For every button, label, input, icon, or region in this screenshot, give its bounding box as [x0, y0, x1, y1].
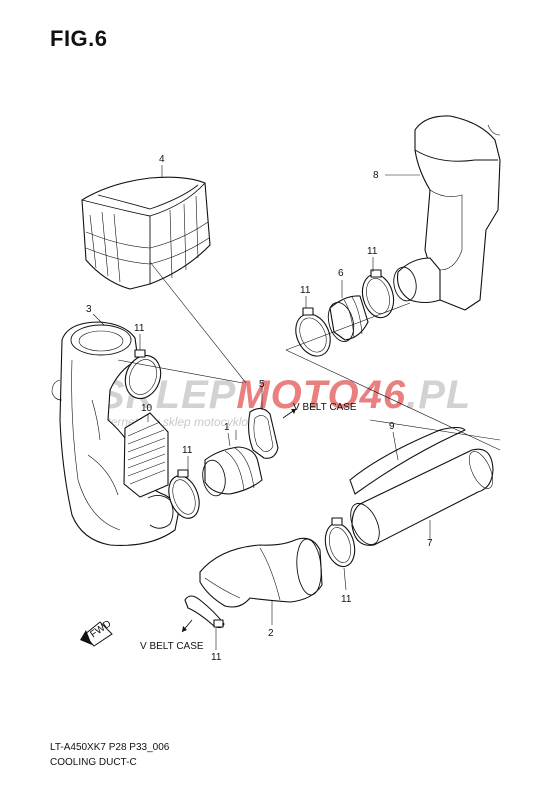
callout-3: 3: [86, 304, 92, 315]
watermark: SKLEPMOTO46.PL internetowy sklep motocyk…: [98, 373, 471, 429]
footer-name: COOLING DUCT-C: [50, 757, 137, 768]
reference-lines: [117, 261, 501, 451]
callout-11-b: 11: [182, 445, 193, 456]
part-2-duct: [199, 537, 323, 608]
v-belt-case-label-lower: V BELT CASE: [140, 641, 204, 652]
arrow-upper: [282, 408, 297, 419]
part-4-cover: [81, 176, 211, 290]
watermark-brand-part4: .PL: [406, 373, 471, 417]
callout-9: 9: [389, 421, 395, 432]
part-9-sheet: [349, 426, 466, 495]
arrow-lower: [181, 619, 193, 633]
watermark-brand: SKLEPMOTO46.PL: [98, 373, 471, 417]
callout-8: 8: [373, 170, 379, 181]
watermark-brand-part1: SKLEP: [98, 373, 236, 417]
leader-lines: [92, 165, 431, 650]
clamp-b: [168, 469, 200, 519]
callout-4: 4: [159, 154, 165, 165]
callout-7: 7: [427, 538, 433, 549]
callout-10: 10: [141, 403, 153, 414]
v-belt-case-label-upper: V BELT CASE: [293, 402, 357, 413]
callout-11-e: 11: [341, 594, 352, 605]
callout-6: 6: [338, 268, 344, 279]
part-8-cover: [393, 115, 501, 311]
callout-11-a: 11: [134, 323, 145, 334]
watermark-subtitle: internetowy sklep motocyklowy: [98, 415, 264, 429]
callout-5: 5: [259, 379, 265, 390]
part-7-pipe: [350, 448, 494, 546]
fwd-arrow-icon: FWD: [80, 618, 113, 647]
figure-title: FIG.6: [50, 26, 108, 51]
callout-11-d: 11: [367, 246, 378, 257]
callout-1: 1: [224, 422, 230, 433]
clamp-d: [361, 269, 395, 319]
clamp-e: [324, 517, 356, 568]
part-1-joint: [202, 446, 263, 497]
part-10-filter: [123, 412, 169, 498]
part-6-joint: [327, 295, 369, 343]
callout-11-c: 11: [300, 285, 311, 296]
clamp-c: [295, 307, 331, 357]
callout-2: 2: [268, 628, 274, 639]
clamp-f: [184, 595, 225, 629]
footer-code: LT-A450XK7 P28 P33_006: [50, 742, 170, 753]
callout-11-f: 11: [211, 652, 222, 663]
